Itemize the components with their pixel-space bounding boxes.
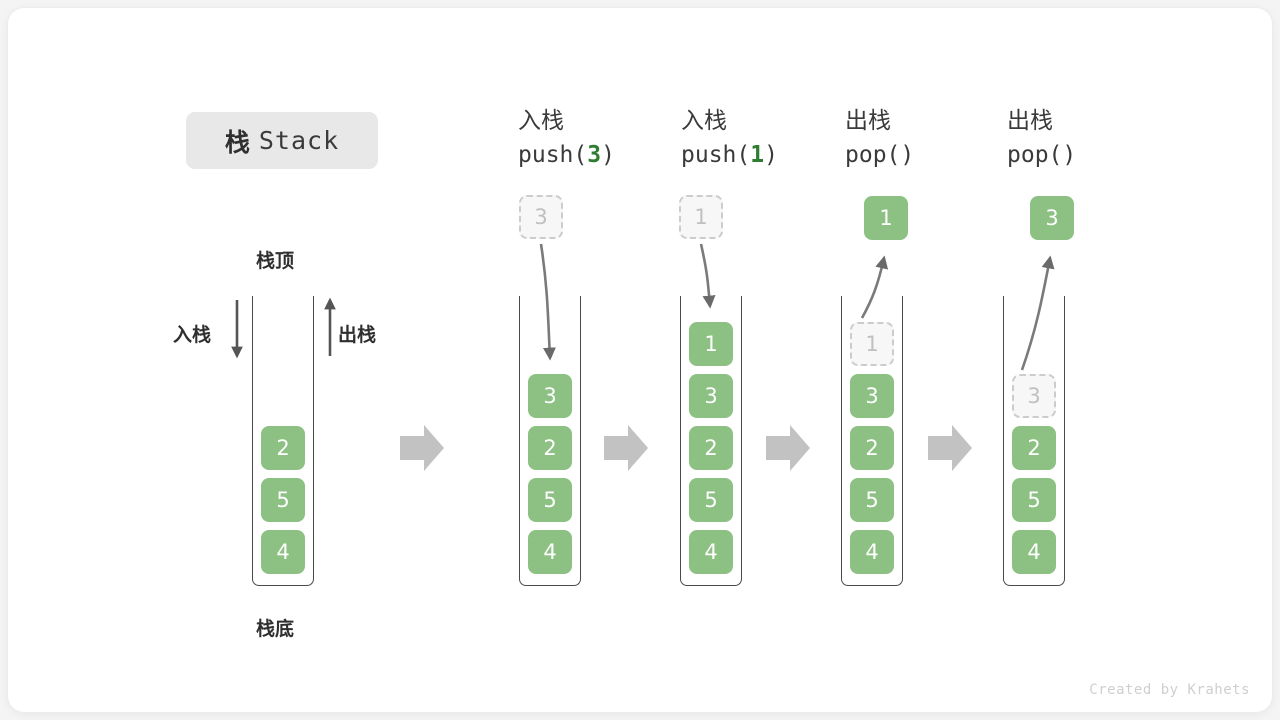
code-prefix: push( [681,142,751,168]
stack-cell: 2 [850,426,894,470]
stack-cell: 5 [528,478,572,522]
stack-wall-left [841,296,842,578]
floating-ghost-cell: 1 [679,195,723,239]
column-header-pop-1: 出栈 pop() [845,104,1025,172]
column-header-line2: pop() [1007,138,1187,172]
code-arg: 1 [750,142,765,168]
stack-floor [680,574,742,586]
stack-cell: 5 [261,478,305,522]
stack-cell: 5 [1012,478,1056,522]
stack-cell: 4 [261,530,305,574]
stack-cell: 5 [689,478,733,522]
column-header-line2: push(1) [681,138,861,172]
code-suffix: ) [764,142,778,168]
stack-cell: 2 [261,426,305,470]
label-pop-arrow: 出栈 [338,324,377,346]
stack-floor [841,574,903,586]
stack-container-pop-3: 3 2 5 4 [1003,296,1065,586]
column-header-line2: pop() [845,138,1025,172]
column-header-line1: 出栈 [1007,108,1053,134]
stack-wall-left [680,296,681,578]
stack-wall-right [1064,296,1065,578]
column-header-push-1: 入栈 push(1) [681,104,861,172]
stack-cell: 2 [528,426,572,470]
code-suffix: ) [900,142,915,168]
stack-cell: 5 [850,478,894,522]
stack-ghost-cell: 1 [850,322,894,366]
stack-cell: 3 [528,374,572,418]
label-stack-bottom: 栈底 [256,618,295,640]
stack-wall-right [580,296,581,578]
code-arg: 3 [587,142,602,168]
column-header-line1: 出栈 [845,108,891,134]
column-header-line1: 入栈 [518,108,564,134]
code-suffix: ) [601,142,615,168]
floating-ghost-cell: 3 [519,195,563,239]
stack-wall-right [741,296,742,578]
code-prefix: pop( [1007,142,1063,168]
stack-wall-right [313,296,314,578]
stack-ghost-cell: 3 [1012,374,1056,418]
label-stack-top: 栈顶 [256,250,295,272]
column-header-line1: 入栈 [681,108,727,134]
column-header-pop-3: 出栈 pop() [1007,104,1187,172]
code-prefix: push( [518,142,588,168]
stack-floor [1003,574,1065,586]
stack-cell: 4 [528,530,572,574]
stack-cell: 1 [689,322,733,366]
stack-cell: 4 [689,530,733,574]
label-push-arrow: 入栈 [173,324,212,346]
stack-floor [252,574,314,586]
column-header-line2: push(3) [518,138,698,172]
code-prefix: pop( [845,142,901,168]
stack-wall-left [252,296,253,578]
stack-cell: 4 [1012,530,1056,574]
stack-wall-left [519,296,520,578]
stack-container-pop-1: 1 3 2 5 4 [841,296,903,586]
stack-wall-left [1003,296,1004,578]
stack-container-push-3: 3 2 5 4 [519,296,581,586]
stack-container-initial: 2 5 4 [252,296,314,586]
stack-wall-right [902,296,903,578]
popped-cell: 1 [864,196,908,240]
stack-cell: 2 [1012,426,1056,470]
stack-floor [519,574,581,586]
stack-container-push-1: 1 3 2 5 4 [680,296,742,586]
title-en: Stack [258,126,340,155]
code-suffix: ) [1062,142,1077,168]
stack-cell: 4 [850,530,894,574]
column-header-push-3: 入栈 push(3) [518,104,698,172]
stack-cell: 3 [850,374,894,418]
stack-cell: 2 [689,426,733,470]
footer-credit: Created by Krahets [1089,682,1250,698]
popped-cell: 3 [1030,196,1074,240]
stack-cell: 3 [689,374,733,418]
title-cn: 栈 [224,127,251,157]
diagram-title-chip: 栈 Stack [186,112,378,169]
